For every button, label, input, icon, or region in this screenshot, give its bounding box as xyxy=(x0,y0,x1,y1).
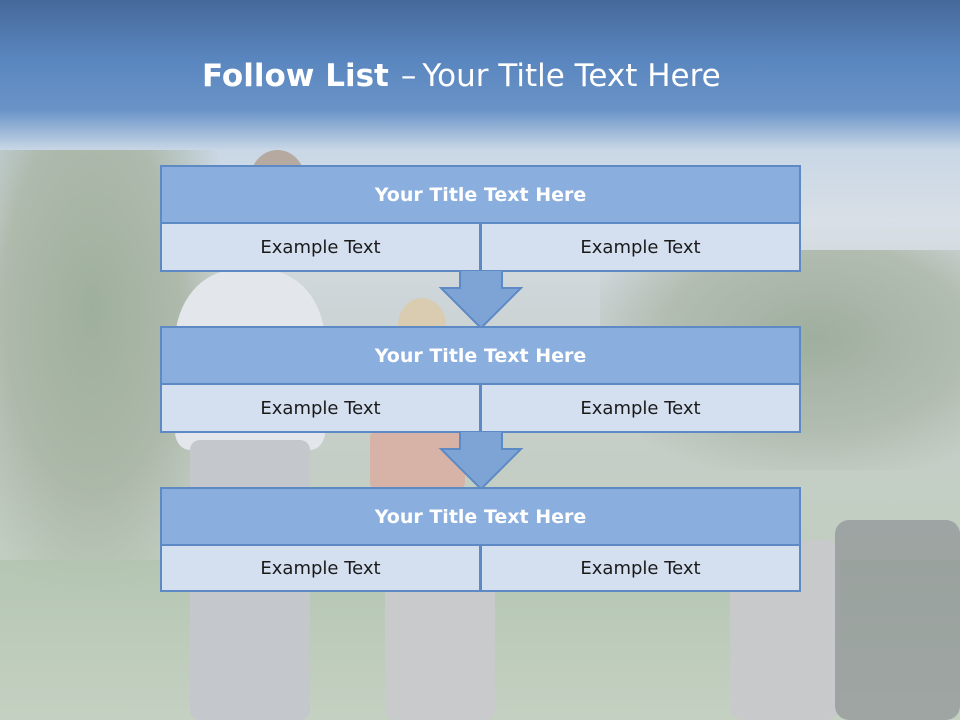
block-cell-right[interactable]: Example Text xyxy=(480,544,801,592)
title-bold-text: Follow List xyxy=(202,58,389,94)
block-title[interactable]: Your Title Text Here xyxy=(160,165,801,224)
title-dash: – xyxy=(400,58,417,94)
down-arrow-icon xyxy=(438,270,524,330)
title-text: Your Title Text Here xyxy=(422,58,721,94)
block-cell-left[interactable]: Example Text xyxy=(160,222,481,272)
block-title[interactable]: Your Title Text Here xyxy=(160,326,801,385)
block-cell-right[interactable]: Example Text xyxy=(480,383,801,433)
block-title[interactable]: Your Title Text Here xyxy=(160,487,801,546)
golfer-figure xyxy=(370,430,465,490)
block-cell-left[interactable]: Example Text xyxy=(160,544,481,592)
slide-title[interactable]: Follow List–Your Title Text Here xyxy=(202,52,902,102)
block-cell-right[interactable]: Example Text xyxy=(480,222,801,272)
block-cell-left[interactable]: Example Text xyxy=(160,383,481,433)
down-arrow-icon xyxy=(438,431,524,491)
golf-bag xyxy=(835,520,960,720)
